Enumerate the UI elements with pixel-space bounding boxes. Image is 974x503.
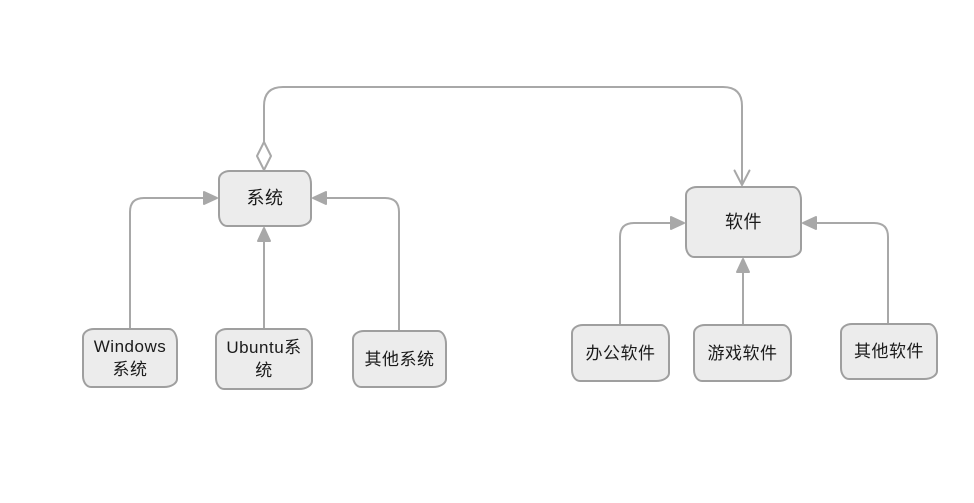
arrowhead-right-icon (670, 216, 685, 230)
node-ubuntu-system[interactable]: Ubuntu系 统 (215, 328, 313, 390)
node-game-software[interactable]: 游戏软件 (693, 324, 792, 382)
node-other-software[interactable]: 其他软件 (840, 323, 938, 380)
arrowhead-right-icon (203, 191, 218, 205)
arrowhead-up-icon (257, 227, 271, 242)
node-ubuntu-label-line2: 统 (255, 361, 273, 380)
edge-other-software-to-software (802, 216, 889, 324)
node-other-software-label: 其他软件 (854, 342, 924, 361)
node-game-label: 游戏软件 (707, 343, 778, 363)
node-windows-label-line1: Windows (93, 337, 167, 356)
arrowhead-left-icon (802, 216, 817, 230)
node-software-label: 软件 (725, 211, 762, 232)
node-ubuntu-label-line1: Ubuntu系 (226, 338, 302, 357)
node-windows-label-line2: 系统 (112, 360, 148, 379)
node-system-label: 系统 (246, 188, 284, 208)
edge-ubuntu-to-system (257, 227, 271, 329)
edge-game-to-software (736, 258, 750, 325)
node-system[interactable]: 系统 (218, 170, 312, 227)
node-office-software[interactable]: 办公软件 (571, 324, 670, 382)
arrowhead-up-icon (736, 258, 750, 273)
edge-office-to-software (619, 216, 685, 325)
aggregation-diamond-icon (256, 141, 272, 171)
edge-windows-to-system (129, 191, 218, 329)
node-other-system[interactable]: 其他系统 (352, 330, 447, 388)
node-other-system-label: 其他系统 (364, 349, 435, 369)
arrowhead-left-icon (312, 191, 327, 205)
edge-other-system-to-system (312, 191, 400, 331)
node-software[interactable]: 软件 (685, 186, 802, 258)
node-windows-system[interactable]: Windows 系统 (82, 328, 178, 388)
node-office-label: 办公软件 (585, 343, 656, 363)
edge-system-to-software (256, 86, 751, 186)
